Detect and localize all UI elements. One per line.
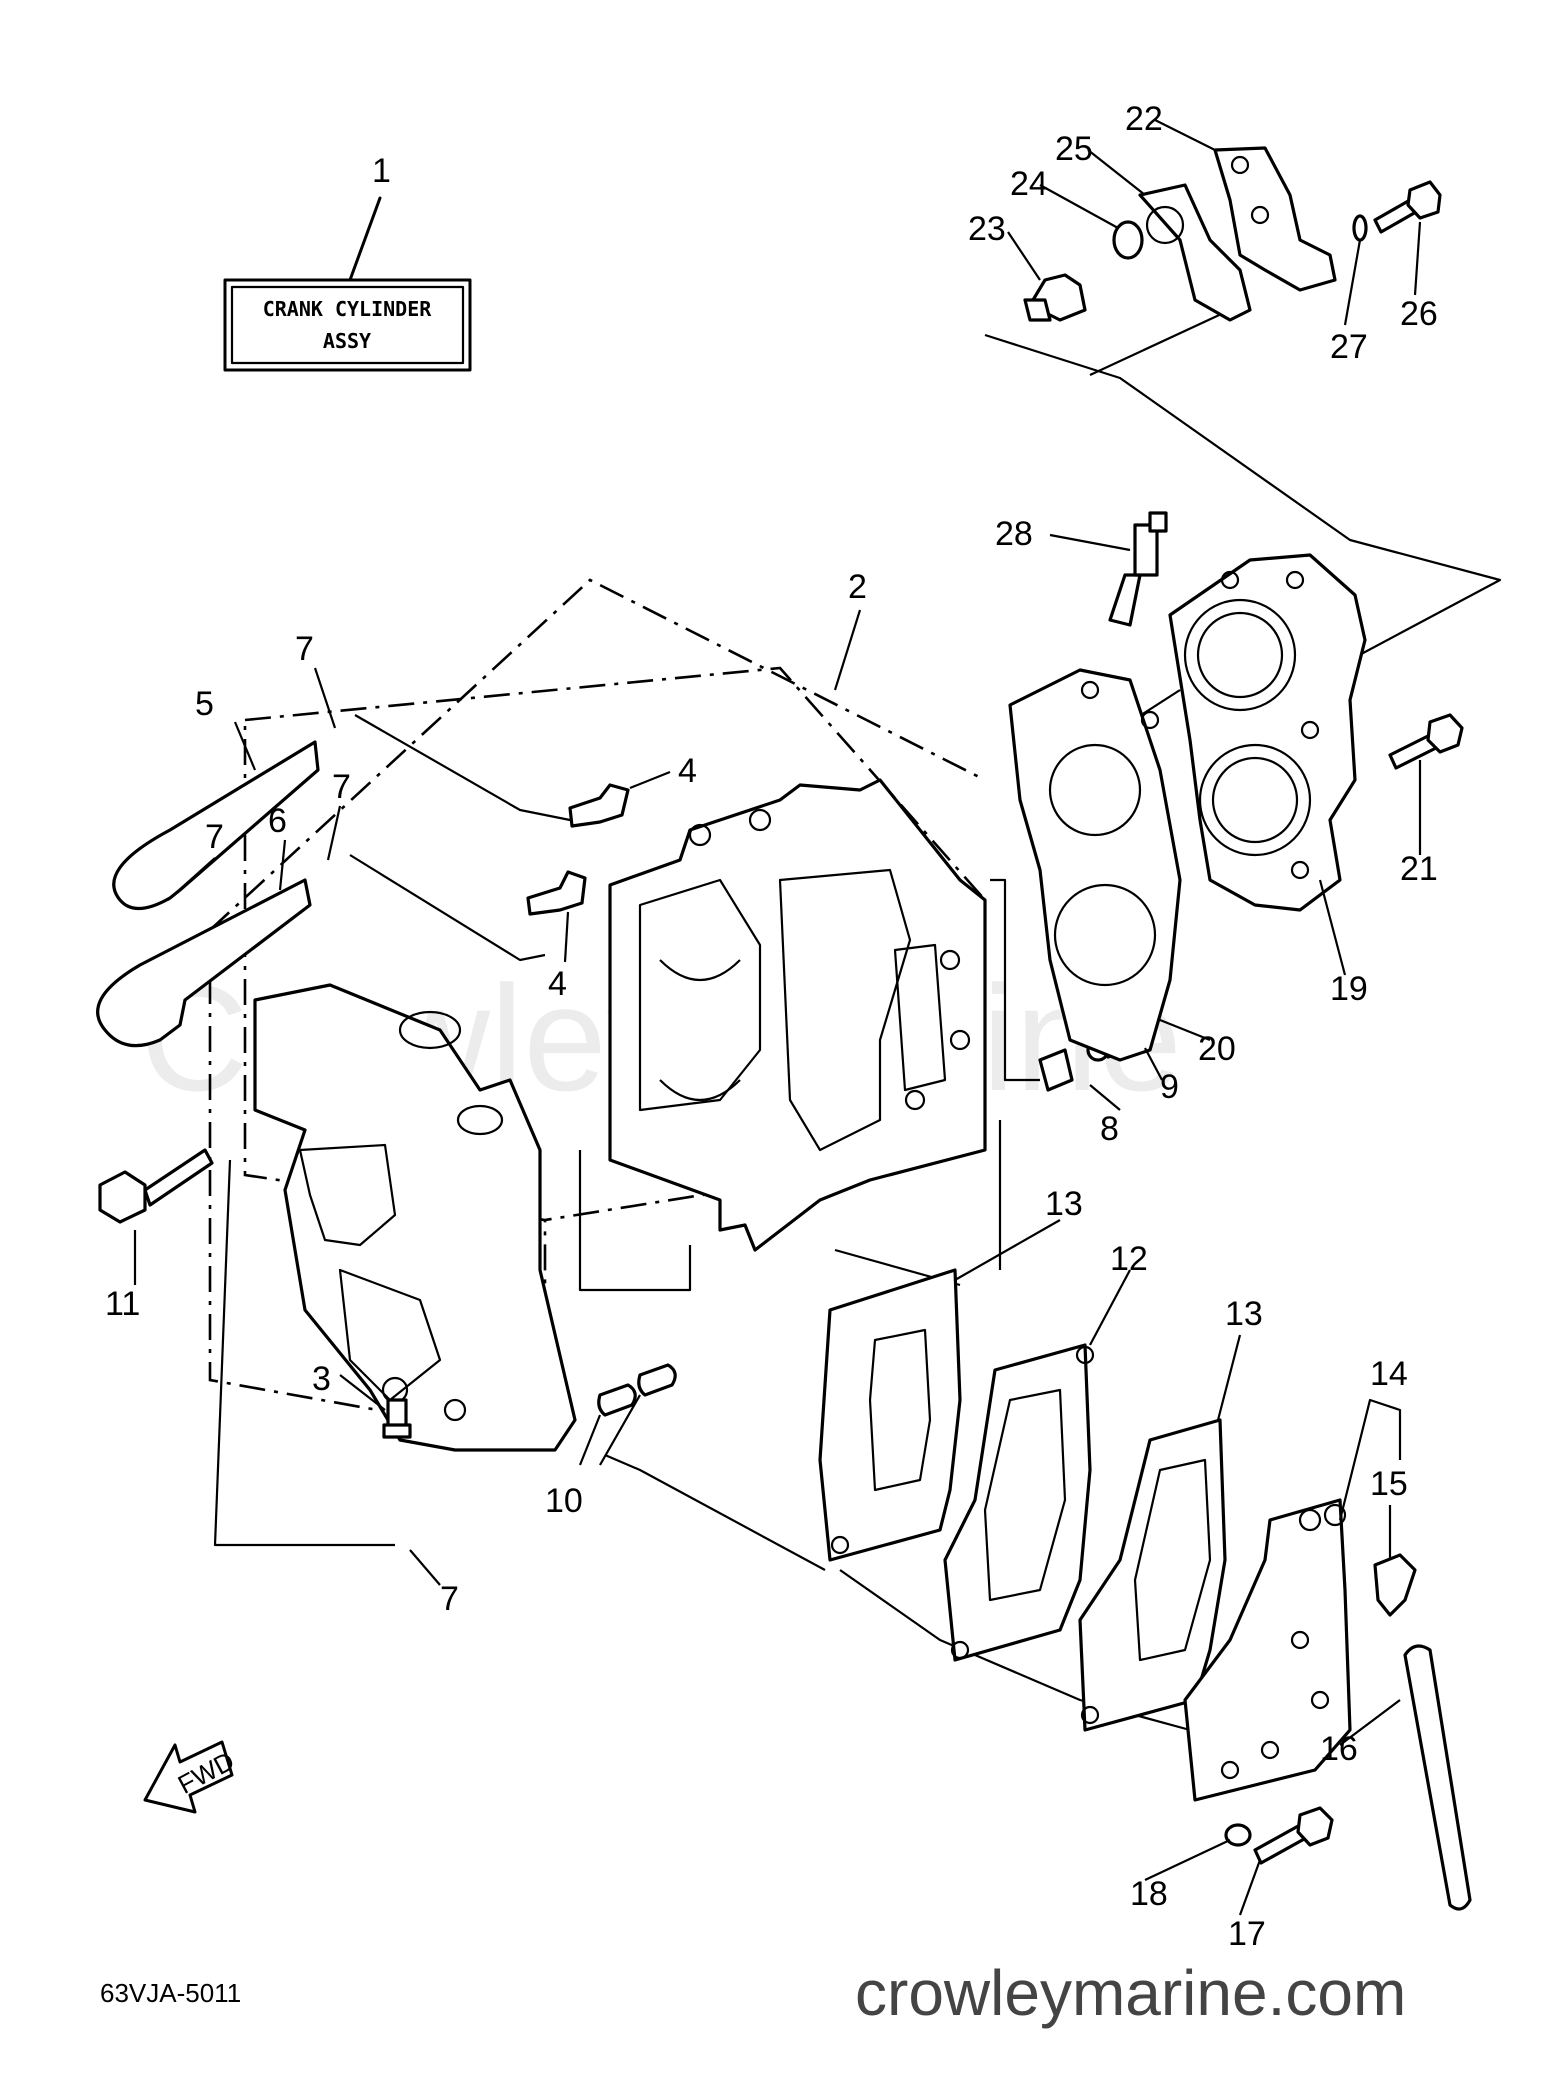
label-5: 5 bbox=[195, 685, 214, 723]
label-13a: 13 bbox=[1045, 1185, 1083, 1223]
site-url: crowleymarine.com bbox=[855, 1957, 1406, 2029]
pins-10 bbox=[597, 1363, 677, 1417]
cylinder-head-19 bbox=[1168, 553, 1367, 912]
outer-cover-14 bbox=[1183, 1498, 1352, 1802]
label-18: 18 bbox=[1130, 1875, 1168, 1913]
hose-5 bbox=[112, 740, 320, 911]
fittings-4 bbox=[526, 783, 630, 916]
bolt-21 bbox=[1388, 713, 1464, 770]
title-line-2: ASSY bbox=[323, 329, 371, 353]
label-27: 27 bbox=[1330, 328, 1368, 366]
crankcase bbox=[253, 983, 577, 1452]
spark-plug-28 bbox=[1108, 511, 1168, 627]
fitting-15 bbox=[1373, 1553, 1417, 1617]
label-7c: 7 bbox=[205, 818, 224, 856]
clip-8 bbox=[1038, 1048, 1074, 1092]
label-15: 15 bbox=[1370, 1465, 1408, 1503]
label-4a: 4 bbox=[678, 752, 697, 790]
label-4b: 4 bbox=[548, 965, 567, 1003]
label-6: 6 bbox=[268, 802, 287, 840]
gasket-13-a bbox=[818, 1268, 962, 1562]
head-gasket-20 bbox=[1008, 668, 1182, 1062]
label-2: 2 bbox=[848, 568, 867, 606]
bolt-17 bbox=[1253, 1806, 1334, 1865]
label-22: 22 bbox=[1125, 100, 1163, 138]
hose-16 bbox=[1403, 1644, 1472, 1911]
bolt-3 bbox=[382, 1398, 412, 1439]
hose-6 bbox=[96, 878, 312, 1048]
cylinder-block bbox=[608, 778, 987, 1252]
label-17: 17 bbox=[1228, 1915, 1266, 1953]
label-7a: 7 bbox=[295, 630, 314, 668]
title-box: CRANK CYLINDER ASSY bbox=[223, 196, 472, 372]
label-28: 28 bbox=[995, 515, 1033, 553]
label-3: 3 bbox=[312, 1360, 331, 1398]
fwd-label: FWD bbox=[173, 1745, 239, 1799]
washer-18 bbox=[1224, 1823, 1252, 1847]
thermostat-23 bbox=[1023, 273, 1087, 322]
label-1: 1 bbox=[372, 152, 391, 190]
diagram-code: 63VJA-5011 bbox=[100, 1978, 241, 2008]
gasket-25 bbox=[1138, 183, 1252, 322]
callout-leaders bbox=[133, 119, 1422, 1916]
label-25: 25 bbox=[1055, 130, 1093, 168]
label-8: 8 bbox=[1100, 1110, 1119, 1148]
label-13b: 13 bbox=[1225, 1295, 1263, 1333]
label-7b: 7 bbox=[332, 768, 351, 806]
fwd-arrow-icon: FWD bbox=[143, 1740, 239, 1814]
label-7d: 7 bbox=[440, 1580, 459, 1618]
title-line-1: CRANK CYLINDER bbox=[263, 297, 433, 321]
label-23: 23 bbox=[968, 210, 1006, 248]
label-24: 24 bbox=[1010, 165, 1048, 203]
cover-12 bbox=[943, 1343, 1095, 1662]
bolt-26 bbox=[1373, 180, 1442, 234]
label-11: 11 bbox=[105, 1285, 140, 1323]
label-19: 19 bbox=[1330, 970, 1368, 1008]
label-20: 20 bbox=[1198, 1030, 1236, 1068]
thermostat-cover-22 bbox=[1213, 146, 1337, 292]
label-21: 21 bbox=[1400, 850, 1438, 888]
label-14: 14 bbox=[1370, 1355, 1408, 1393]
bolt-11 bbox=[98, 1148, 214, 1224]
washer-24 bbox=[1112, 220, 1144, 260]
washer-27 bbox=[1352, 214, 1368, 242]
label-9: 9 bbox=[1160, 1068, 1179, 1106]
label-10: 10 bbox=[545, 1482, 583, 1520]
label-26: 26 bbox=[1400, 295, 1438, 333]
